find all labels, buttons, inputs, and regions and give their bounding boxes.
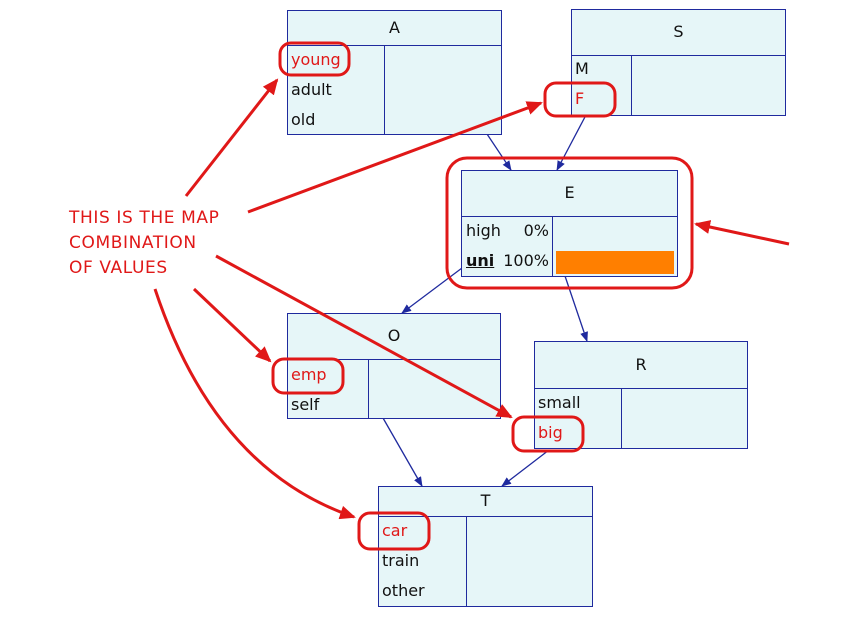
node-r-state-big: big	[538, 423, 563, 442]
node-t-state-train: train	[382, 551, 420, 570]
node-r-title: R	[535, 342, 747, 389]
node-o-title: O	[288, 314, 500, 360]
highlight-box-big	[511, 415, 585, 453]
annotation-line-2: COMBINATION	[69, 233, 197, 253]
highlight-box-emp	[271, 357, 345, 395]
highlight-box-f	[543, 81, 617, 118]
node-r[interactable]: R small big	[534, 341, 748, 449]
node-e-divider	[552, 216, 553, 276]
node-s-divider	[631, 55, 632, 115]
edge-e-to-o	[401, 267, 463, 314]
node-a-title: A	[288, 11, 501, 46]
node-s-state-m: M	[575, 59, 589, 78]
arrow-to-f	[247, 101, 543, 214]
edge-r-to-t	[501, 449, 550, 487]
annotation-line-1: THIS IS THE MAP	[69, 208, 220, 228]
node-o-divider	[368, 359, 369, 418]
node-e-state-uni: uni	[466, 251, 495, 270]
highlight-box-car	[357, 511, 431, 551]
node-t-divider	[466, 516, 467, 606]
node-o[interactable]: O emp self	[287, 313, 501, 419]
node-e-title: E	[462, 171, 677, 217]
edge-a-to-e	[486, 133, 512, 171]
node-t-state-other: other	[382, 581, 425, 600]
arrow-to-car	[153, 288, 356, 520]
node-a-divider	[384, 45, 385, 134]
node-e-pct-uni: 100%	[503, 251, 549, 270]
node-e[interactable]: E high 0% uni 100%	[461, 170, 678, 277]
annotation-callout: THIS IS THE MAP COMBINATION OF VALUES	[69, 206, 219, 281]
node-t-state-car: car	[382, 521, 408, 540]
highlight-box-e	[445, 156, 694, 290]
node-s-title: S	[572, 10, 785, 56]
arrow-to-young	[184, 78, 279, 197]
node-s[interactable]: S M F	[571, 9, 786, 116]
node-o-state-emp: emp	[291, 365, 327, 384]
node-s-state-f: F	[575, 89, 585, 108]
node-e-state-high: high	[466, 221, 501, 240]
arrow-to-e	[694, 220, 790, 246]
arrow-to-emp	[192, 287, 272, 363]
node-a-state-adult: adult	[291, 80, 332, 99]
node-r-state-small: small	[538, 393, 581, 412]
node-o-state-self: self	[291, 395, 320, 414]
node-r-divider	[621, 388, 622, 448]
highlight-box-young	[278, 41, 351, 77]
annotation-line-3: OF VALUES	[69, 258, 168, 278]
node-t-title: T	[379, 487, 592, 517]
node-a[interactable]: A young adult old	[287, 10, 502, 135]
edge-s-to-e	[556, 114, 587, 171]
node-e-bar-uni	[556, 251, 674, 274]
arrow-to-big	[215, 254, 513, 419]
node-a-state-young: young	[291, 50, 341, 69]
edge-o-to-t	[382, 417, 423, 487]
node-a-state-old: old	[291, 110, 316, 129]
node-e-pct-high: 0%	[523, 221, 549, 240]
node-t[interactable]: T car train other	[378, 486, 593, 607]
